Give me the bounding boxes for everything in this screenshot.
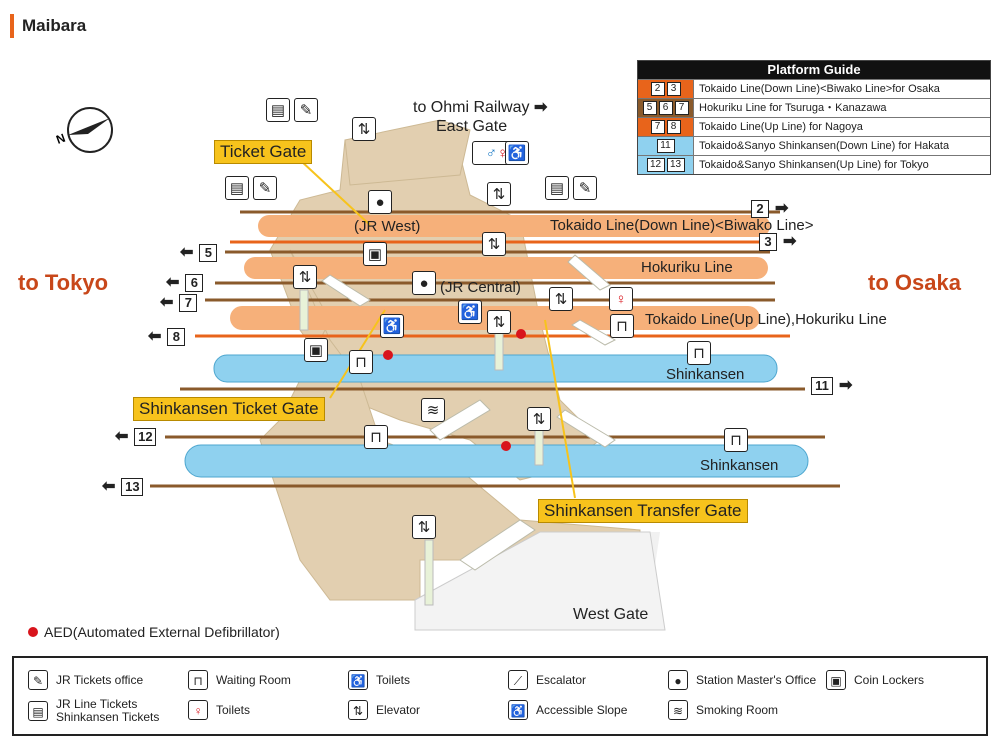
ticket-machine-icon: ▤ — [225, 176, 249, 200]
aed-marker — [501, 441, 511, 451]
jr-tickets-office-icon: ✎ — [294, 98, 318, 122]
compass: N — [54, 107, 113, 153]
escalator-icon: ⟋ — [508, 670, 528, 690]
toilets-icon: ♿ — [348, 670, 368, 690]
station-title: Maibara — [10, 14, 86, 38]
coin-lockers-icon: ▣ — [304, 338, 328, 362]
track-11-marker: 11➡ — [811, 377, 852, 395]
track-5-marker: ⬅5 — [180, 244, 218, 262]
legend-item: ⟋Escalator — [508, 670, 586, 690]
aed-dot-icon — [28, 627, 38, 637]
legend-item: ▣Coin Lockers — [826, 670, 924, 690]
station-masters-office-icon: ● — [668, 670, 688, 690]
platform-label-hokuriku: Hokuriku Line — [641, 259, 733, 276]
elevator-icon: ⇅ — [352, 117, 376, 141]
jr-tickets-office-icon: ✎ — [253, 176, 277, 200]
elevator-icon: ⇅ — [487, 310, 511, 334]
west-gate-label: West Gate — [573, 606, 649, 623]
shinkansen-transfer-gate-callout: Shinkansen Transfer Gate — [538, 499, 748, 523]
coin-lockers-icon: ▣ — [826, 670, 846, 690]
guide-row-text: Tokaido&Sanyo Shinkansen(Up Line) for To… — [699, 159, 929, 171]
svg-text:N: N — [54, 131, 67, 147]
track-8-marker: ⬅8 — [148, 328, 186, 346]
direction-east: to Osaka — [868, 270, 961, 295]
track-7-marker: ⬅7 — [160, 294, 198, 312]
legend-item: ⊓Waiting Room — [188, 670, 291, 690]
legend-item: ✎JR Tickets office — [28, 670, 143, 690]
elevator-icon: ⇅ — [527, 407, 551, 431]
jr-west-label: (JR West) — [354, 218, 421, 235]
station-masters-office-icon: ● — [412, 271, 436, 295]
waiting-room-icon: ⊓ — [610, 314, 634, 338]
aed-note: AED(Automated External Defibrillator) — [28, 624, 280, 640]
station-masters-office-icon: ● — [368, 190, 392, 214]
platform-label-shinkansen-1: Shinkansen — [666, 366, 745, 383]
jr-central-label: (JR Central) — [440, 279, 521, 296]
guide-row: 11 Tokaido&Sanyo Shinkansen(Down Line) f… — [638, 136, 990, 155]
track-3-marker: 3➡ — [759, 233, 796, 251]
elevator-icon: ⇅ — [348, 700, 368, 720]
waiting-room-icon: ⊓ — [724, 428, 748, 452]
legend-item: ⇅Elevator — [348, 700, 420, 720]
waiting-room-icon: ⊓ — [349, 350, 373, 374]
aed-marker — [516, 329, 526, 339]
platform-label-shinkansen-2: Shinkansen — [700, 457, 779, 474]
track-12-marker: ⬅12 — [115, 428, 157, 446]
legend-item: ♿Accessible Slope — [508, 700, 627, 720]
toilets-color-icon: ♀ — [188, 700, 208, 720]
east-gate-label: East Gate — [436, 118, 508, 135]
ticket-gate-callout: Ticket Gate — [214, 140, 313, 164]
legend: ✎JR Tickets office ⊓Waiting Room ♿Toilet… — [12, 656, 988, 736]
platform-guide-heading: Platform Guide — [638, 61, 990, 79]
legend-item: ♀Toilets — [188, 700, 250, 720]
toilets-icon: ♿ — [505, 141, 529, 165]
elevator-icon: ⇅ — [487, 182, 511, 206]
legend-item: ●Station Master's Office — [668, 670, 816, 690]
accessible-slope-icon: ♿ — [458, 300, 482, 324]
direction-west: to Tokyo — [18, 270, 109, 295]
guide-row-text: Tokaido&Sanyo Shinkansen(Down Line) for … — [699, 140, 950, 152]
waiting-room-icon: ⊓ — [687, 341, 711, 365]
elevator-icon: ⇅ — [482, 232, 506, 256]
elevator-icon: ⇅ — [412, 515, 436, 539]
guide-row-text: Tokaido Line(Down Line)<Biwako Line>for … — [699, 83, 940, 95]
guide-row-text: Tokaido Line(Up Line) for Nagoya — [699, 121, 863, 133]
smoking-room-icon: ≋ — [421, 398, 445, 422]
track-6-marker: ⬅6 — [166, 274, 204, 292]
elevator-icon: ⇅ — [549, 287, 573, 311]
elevator-icon: ⇅ — [293, 265, 317, 289]
toilets-color-icon: ♀ — [609, 287, 633, 311]
legend-item: ≋Smoking Room — [668, 700, 778, 720]
waiting-room-icon: ⊓ — [188, 670, 208, 690]
toilets-icon: ♿ — [380, 314, 404, 338]
ticket-machine-icon: ▤ — [545, 176, 569, 200]
legend-item: ♿Toilets — [348, 670, 410, 690]
ohmi-railway-label: to Ohmi Railway ➡ — [413, 99, 548, 116]
ticket-machine-icon: ▤ — [28, 701, 48, 721]
aed-marker — [383, 350, 393, 360]
guide-row-text: Hokuriku Line for Tsuruga・Kanazawa — [699, 102, 887, 114]
ticket-machine-icon: ▤ — [266, 98, 290, 122]
coin-lockers-icon: ▣ — [363, 242, 387, 266]
accessible-slope-icon: ♿ — [508, 700, 528, 720]
platform-label-tokaido-down: Tokaido Line(Down Line)<Biwako Line> — [550, 217, 814, 234]
jr-tickets-office-icon: ✎ — [573, 176, 597, 200]
track-13-marker: ⬅13 — [102, 478, 144, 496]
waiting-room-icon: ⊓ — [364, 425, 388, 449]
platform-label-tokaido-up: Tokaido Line(Up Line),Hokuriku Line — [645, 311, 887, 328]
track-2-marker: 2➡ — [751, 200, 788, 218]
shinkansen-ticket-gate-callout: Shinkansen Ticket Gate — [133, 397, 325, 421]
smoking-room-icon: ≋ — [668, 700, 688, 720]
jr-tickets-office-icon: ✎ — [28, 670, 48, 690]
aed-note-text: AED(Automated External Defibrillator) — [44, 624, 280, 640]
